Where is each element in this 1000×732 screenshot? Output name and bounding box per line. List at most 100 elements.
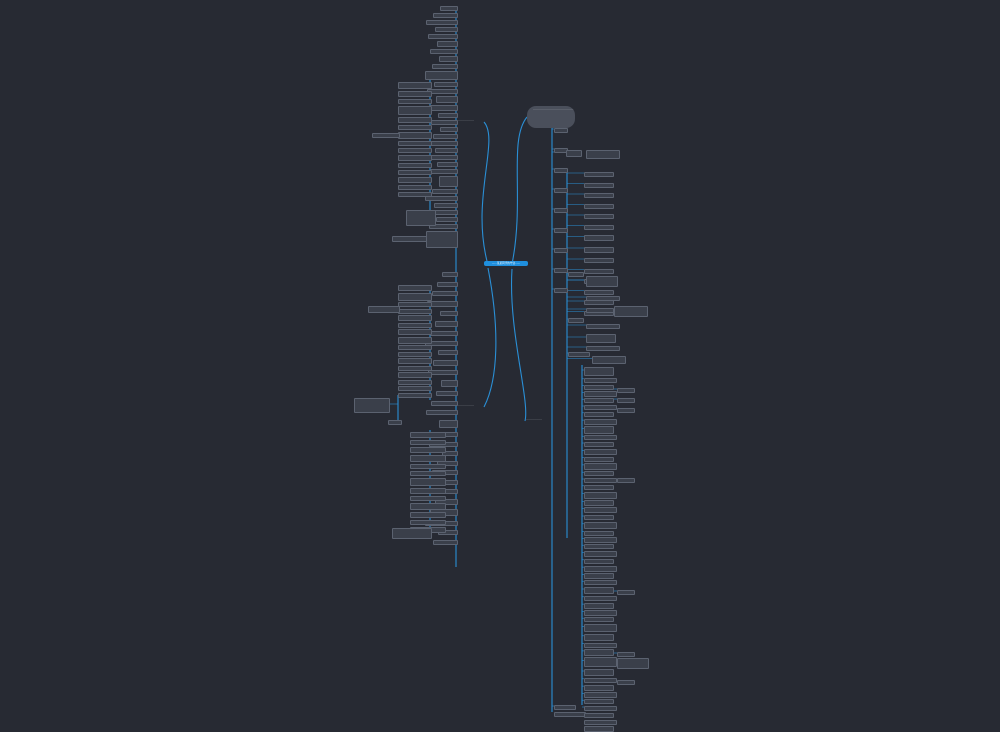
leaf-node[interactable] bbox=[425, 196, 458, 202]
leaf-node[interactable] bbox=[398, 322, 432, 328]
leaf-node[interactable] bbox=[584, 258, 614, 264]
leaf-node[interactable] bbox=[398, 141, 432, 147]
leaf-node[interactable] bbox=[398, 285, 432, 292]
leaf-node[interactable] bbox=[584, 478, 617, 484]
leaf-node[interactable] bbox=[584, 456, 614, 462]
branch-left-bottom[interactable]: …………………… bbox=[458, 405, 484, 407]
leaf-node[interactable] bbox=[554, 208, 568, 214]
leaf-node[interactable] bbox=[584, 182, 614, 188]
leaf-node[interactable] bbox=[435, 498, 458, 505]
leaf-node[interactable] bbox=[398, 132, 432, 140]
leaf-node[interactable] bbox=[429, 224, 458, 230]
leaf-node[interactable] bbox=[398, 336, 432, 344]
leaf-node[interactable] bbox=[584, 491, 617, 499]
leaf-node[interactable] bbox=[430, 169, 458, 175]
leaf-node[interactable] bbox=[584, 551, 617, 558]
leaf-node[interactable] bbox=[436, 96, 458, 104]
leaf-node[interactable] bbox=[441, 379, 458, 387]
leaf-node[interactable] bbox=[554, 228, 568, 234]
leaf-node[interactable] bbox=[584, 391, 617, 397]
leaf-node[interactable] bbox=[584, 684, 614, 691]
leaf-node[interactable] bbox=[437, 41, 458, 48]
leaf-node[interactable] bbox=[425, 71, 458, 81]
leaf-node[interactable] bbox=[584, 289, 614, 295]
leaf-node[interactable] bbox=[398, 117, 432, 124]
leaf-node[interactable] bbox=[584, 521, 617, 529]
leaf-node[interactable] bbox=[437, 460, 458, 466]
branch-right[interactable]: …………………… bbox=[526, 419, 552, 421]
leaf-node[interactable] bbox=[584, 484, 614, 490]
leaf-node[interactable] bbox=[617, 652, 635, 658]
leaf-node[interactable] bbox=[434, 203, 458, 209]
leaf-node[interactable] bbox=[410, 478, 446, 487]
leaf-node[interactable] bbox=[584, 448, 617, 455]
leaf-node[interactable] bbox=[566, 150, 582, 158]
leaf-node[interactable] bbox=[584, 214, 614, 220]
leaf-node[interactable] bbox=[368, 306, 400, 314]
leaf-node[interactable] bbox=[398, 292, 432, 301]
leaf-node[interactable] bbox=[398, 163, 432, 169]
leaf-node[interactable] bbox=[433, 13, 458, 19]
leaf-node[interactable] bbox=[410, 440, 446, 446]
leaf-node[interactable] bbox=[398, 358, 432, 365]
leaf-node[interactable] bbox=[398, 192, 432, 198]
leaf-node[interactable] bbox=[617, 478, 635, 484]
leaf-node[interactable] bbox=[410, 496, 446, 502]
leaf-node[interactable] bbox=[430, 331, 458, 337]
leaf-node[interactable] bbox=[433, 134, 458, 140]
leaf-node[interactable] bbox=[410, 488, 446, 495]
leaf-node[interactable] bbox=[584, 565, 617, 572]
leaf-node[interactable] bbox=[584, 558, 614, 564]
leaf-node[interactable] bbox=[584, 595, 617, 601]
leaf-node[interactable] bbox=[584, 172, 614, 178]
leaf-node[interactable] bbox=[432, 291, 458, 297]
leaf-node[interactable] bbox=[586, 150, 620, 160]
leaf-node[interactable] bbox=[568, 272, 584, 278]
leaf-node[interactable] bbox=[426, 20, 458, 26]
leaf-node[interactable] bbox=[584, 405, 617, 411]
leaf-node[interactable] bbox=[372, 133, 400, 139]
leaf-node[interactable] bbox=[434, 82, 458, 88]
leaf-node[interactable] bbox=[584, 580, 617, 586]
leaf-node[interactable] bbox=[584, 699, 614, 705]
leaf-node[interactable] bbox=[410, 447, 446, 454]
leaf-node[interactable] bbox=[430, 49, 458, 55]
leaf-node[interactable] bbox=[429, 105, 458, 112]
leaf-node[interactable] bbox=[584, 367, 614, 377]
leaf-node[interactable] bbox=[554, 188, 568, 194]
description-bubble[interactable]: …………………………………………………………………………………………………………… bbox=[527, 106, 575, 128]
leaf-node[interactable] bbox=[584, 537, 617, 543]
leaf-node[interactable] bbox=[554, 705, 576, 711]
leaf-node[interactable] bbox=[592, 356, 626, 365]
branch-left-top[interactable]: …………………… bbox=[458, 120, 484, 122]
leaf-node[interactable] bbox=[432, 64, 458, 70]
leaf-node[interactable] bbox=[437, 162, 458, 168]
leaf-node[interactable] bbox=[584, 712, 614, 718]
leaf-node[interactable] bbox=[437, 281, 458, 287]
leaf-node[interactable] bbox=[398, 185, 432, 191]
leaf-node[interactable] bbox=[398, 345, 432, 351]
leaf-node[interactable] bbox=[584, 657, 617, 668]
leaf-node[interactable] bbox=[584, 411, 614, 417]
leaf-node[interactable] bbox=[410, 455, 446, 463]
leaf-node[interactable] bbox=[584, 719, 617, 725]
leaf-node[interactable] bbox=[428, 370, 458, 376]
leaf-node[interactable] bbox=[438, 350, 458, 356]
leaf-node[interactable] bbox=[584, 544, 614, 550]
leaf-node[interactable] bbox=[584, 203, 614, 209]
leaf-node[interactable] bbox=[398, 392, 432, 398]
leaf-node[interactable] bbox=[584, 193, 614, 199]
leaf-node[interactable] bbox=[398, 379, 432, 385]
leaf-node[interactable] bbox=[398, 125, 432, 131]
leaf-node[interactable] bbox=[435, 27, 458, 33]
leaf-node[interactable] bbox=[584, 246, 614, 253]
leaf-node[interactable] bbox=[584, 706, 617, 712]
leaf-node[interactable] bbox=[398, 148, 432, 154]
leaf-node[interactable] bbox=[586, 334, 616, 344]
leaf-node[interactable] bbox=[584, 471, 614, 477]
leaf-node[interactable] bbox=[584, 515, 614, 521]
leaf-node[interactable] bbox=[436, 217, 458, 223]
leaf-node[interactable] bbox=[440, 127, 458, 133]
leaf-node[interactable] bbox=[406, 210, 436, 227]
leaf-node[interactable] bbox=[410, 520, 446, 526]
